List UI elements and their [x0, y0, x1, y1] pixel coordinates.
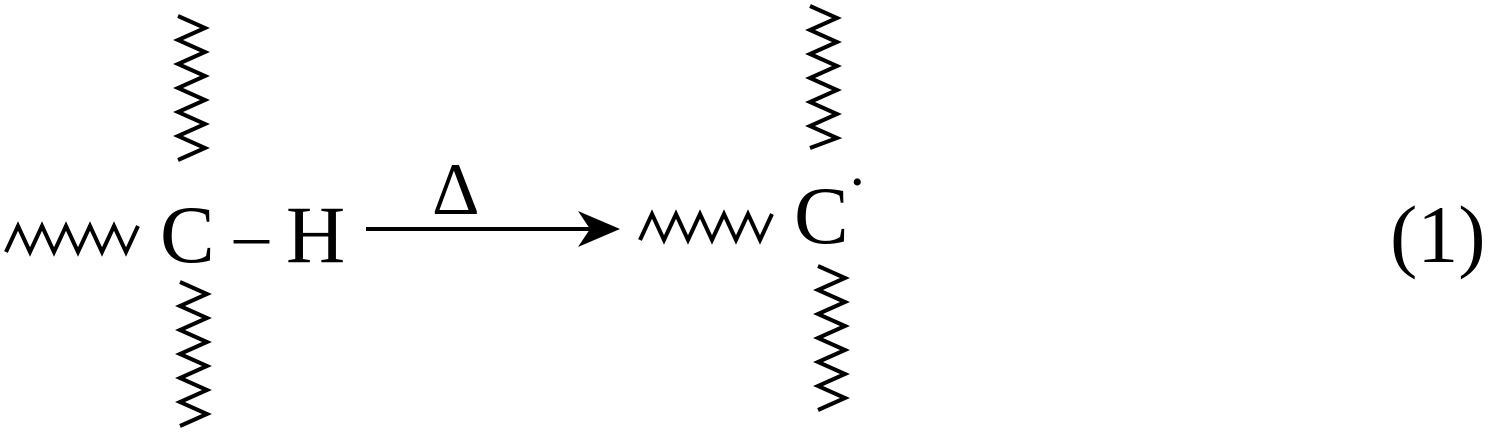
reactant-wavy-bond-top — [173, 14, 210, 162]
radical-dot: • — [852, 166, 863, 199]
reactant-hydrogen-label: H — [286, 189, 345, 280]
reactant-wavy-bond-left — [4, 221, 140, 257]
equation-number: (1) — [1390, 189, 1486, 280]
product-carbon-label: C — [794, 170, 849, 261]
product-wavy-bond-left — [638, 209, 774, 245]
reactant-ch-bond: – — [233, 197, 270, 274]
reactant-wavy-bond-bottom — [175, 280, 212, 428]
reaction-arrow-head — [578, 211, 620, 247]
reactant-carbon-label: C — [160, 189, 215, 280]
product-wavy-bond-top — [805, 4, 843, 150]
heat-condition-symbol: Δ — [432, 149, 480, 231]
product-wavy-bond-bottom — [813, 264, 850, 412]
